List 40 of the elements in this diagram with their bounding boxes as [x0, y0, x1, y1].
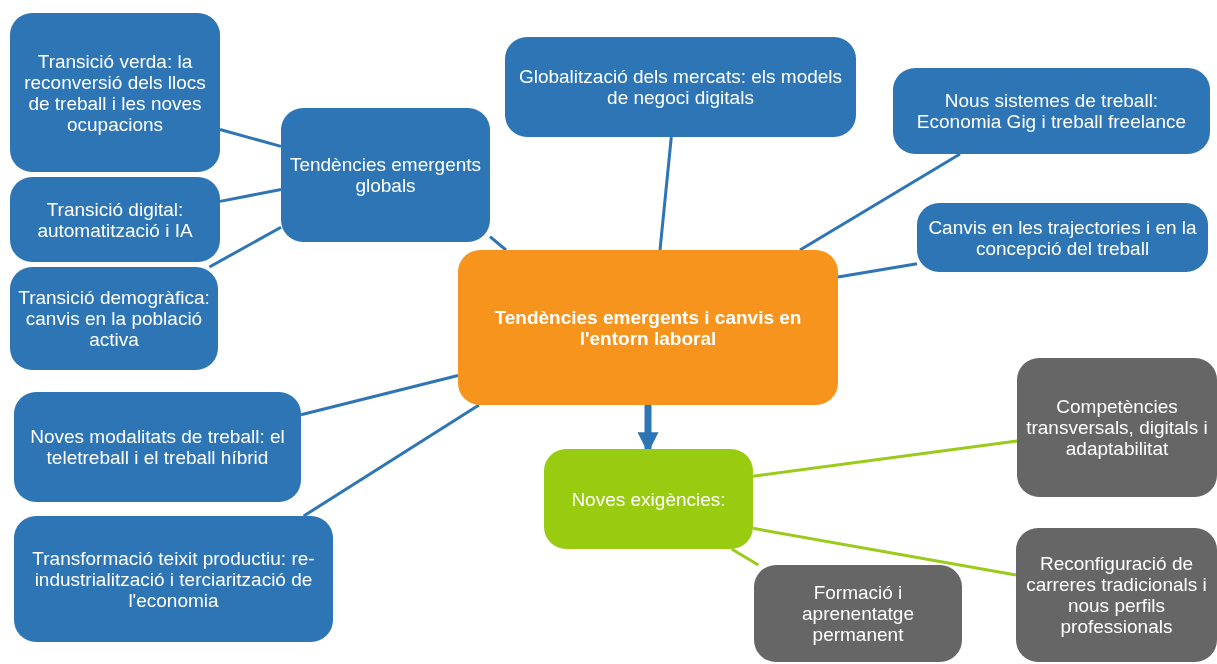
connector-line: [752, 526, 1017, 577]
connector-line: [730, 547, 760, 567]
connector-line: [219, 128, 282, 148]
topic-box: [10, 13, 220, 172]
node-text: Reconfiguració de carreres tradicionals i nous perfils professionals: [1025, 553, 1208, 637]
connector-line: [658, 136, 673, 251]
topic-box: [10, 177, 220, 262]
node-text: Transició demogràfica: canvis en la població activa: [18, 287, 210, 350]
node-text: Transició verda: la reconversió dels llocs de treball i les noves ocupacions: [23, 50, 207, 135]
subtopic-box: [544, 449, 753, 549]
node-text: Formació i aprenentatge permanent: [801, 582, 915, 645]
node-text: Tendències emergents globals: [289, 154, 482, 196]
detail-box: [1016, 528, 1217, 662]
detail-box: [754, 565, 962, 662]
topic-box: [893, 68, 1210, 154]
connector-line: [219, 188, 282, 203]
connector-line: [208, 225, 282, 269]
node-text: Canvis en les trajectories i en la concepció del treball: [927, 216, 1198, 259]
node-text: Noves exigències:: [571, 488, 726, 510]
node-text: Transició digital: automatització i IA: [36, 198, 194, 241]
node-text: Noves modalitats de treball: el teletreball i el treball híbrid: [29, 426, 286, 468]
topic-box: [14, 392, 301, 502]
connector-line: [837, 262, 918, 279]
topic-box: [14, 516, 333, 642]
node-text: Tendències emergents i canvis en l'entorn laboral: [493, 306, 803, 349]
topic-box: [917, 203, 1208, 272]
connector-line: [302, 403, 480, 518]
connector-line: [752, 439, 1018, 478]
central-topic-box: [458, 250, 838, 405]
topic-box: [505, 37, 856, 137]
connector-line: [489, 235, 507, 252]
node-text: Globalització dels mercats: els models de negoci digitals: [517, 66, 844, 108]
topic-box: [10, 267, 218, 370]
node-text: Nous sistemes de treball: Economia Gig i treball freelance: [915, 90, 1188, 132]
topic-box: [281, 108, 490, 242]
connector-line: [799, 152, 961, 252]
node-text: Transformació teixit productiu: re-industrialització i terciarització de l'economia: [31, 547, 316, 611]
node-text: Competències transversals, digitals i adaptabilitat: [1025, 396, 1209, 459]
connector-line: [300, 374, 459, 417]
detail-box: [1017, 358, 1217, 497]
